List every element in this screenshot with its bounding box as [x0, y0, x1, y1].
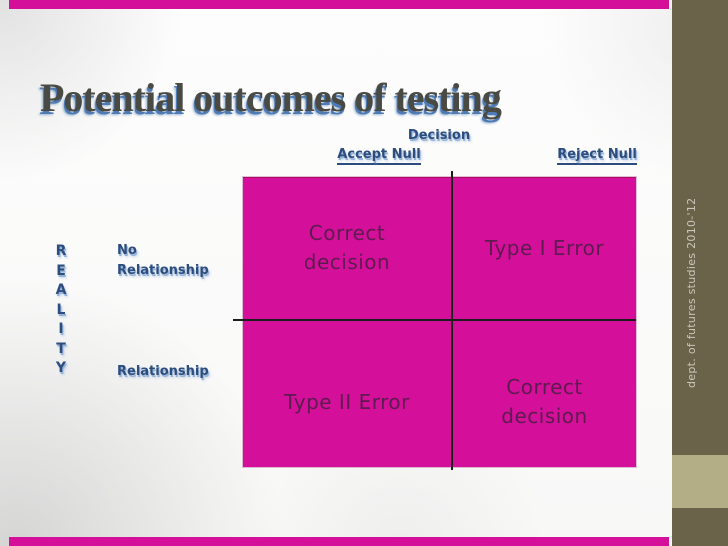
reality-letter: Y: [55, 360, 67, 376]
matrix-cell-accept-null-no-relationship: Correct decision: [243, 177, 451, 319]
matrix-cell-reject-null-no-relationship: Type I Error: [453, 177, 636, 319]
top-accent-bar: [9, 0, 669, 9]
cell-text-line: decision: [303, 250, 391, 274]
sidebar-credit-text: dept. of futures studies 2010-'12: [685, 197, 698, 388]
cell-text-line: decision: [501, 403, 588, 428]
matrix-cell-reject-null-relationship: Correct decision: [453, 321, 636, 466]
cell-text-line: Type I Error: [484, 235, 605, 260]
cell-text-line: Type II Error: [284, 390, 410, 414]
reality-letter: E: [56, 262, 66, 279]
reality-letter: A: [55, 282, 67, 298]
reality-letter: T: [56, 340, 66, 357]
matrix-cell-accept-null-relationship: Type II Error: [243, 321, 451, 466]
right-edge-accent-block: [672, 455, 728, 508]
cell-text-line: Correct: [308, 221, 386, 245]
column-header-reject-null: Reject Null: [542, 147, 652, 165]
row-label-line: Relationship: [117, 364, 209, 379]
outcome-matrix: [243, 177, 636, 467]
bottom-accent-bar: [9, 537, 669, 546]
column-header-reject-null-label: Reject Null: [557, 147, 637, 165]
reality-letter: L: [56, 301, 66, 318]
right-edge-bar: dept. of futures studies 2010-'12: [672, 0, 728, 546]
row-label-line: Relationship: [117, 263, 209, 278]
slide-title: Potential outcomes of testing: [40, 75, 502, 120]
row-label-line: No: [117, 243, 137, 258]
row-label-no-relationship: No Relationship: [117, 241, 209, 281]
column-header-accept-null: Accept Null: [324, 147, 434, 165]
reality-letter: R: [55, 243, 67, 259]
decision-axis-label: Decision: [407, 128, 471, 143]
reality-letter: I: [58, 321, 64, 337]
column-header-accept-null-label: Accept Null: [337, 147, 421, 165]
row-label-relationship: Relationship: [117, 362, 209, 382]
matrix-horizontal-divider: [233, 319, 636, 321]
reality-axis-label: R E A L I T Y: [52, 242, 70, 379]
cell-text-line: Correct: [506, 374, 583, 399]
